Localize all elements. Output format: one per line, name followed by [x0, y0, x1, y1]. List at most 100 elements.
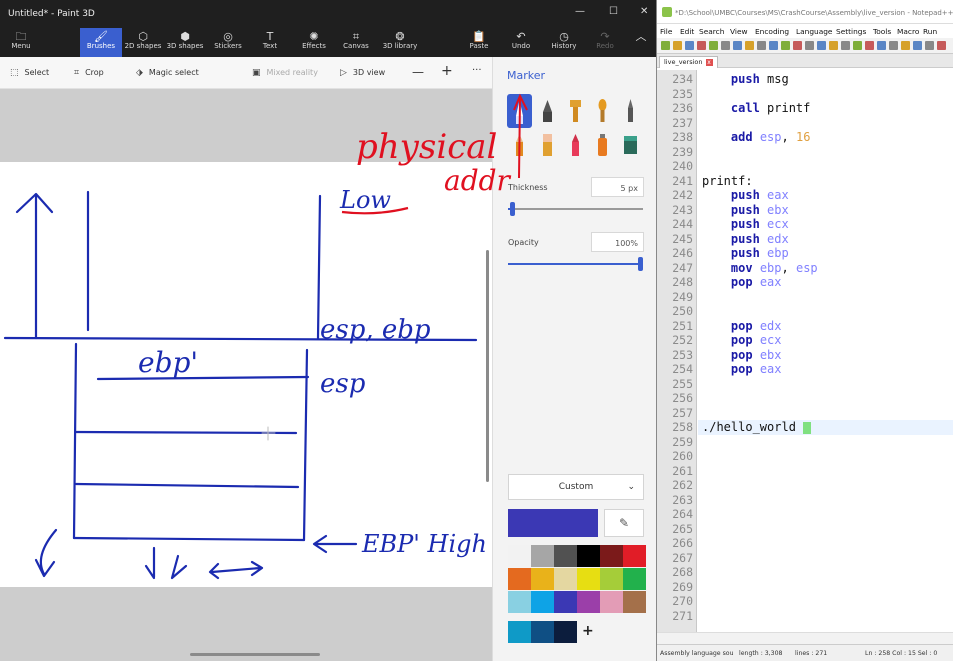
brush-crayon[interactable] [563, 128, 588, 162]
color-swatch[interactable] [508, 591, 531, 613]
menu-edit[interactable]: Edit [680, 27, 695, 36]
tab-stickers[interactable]: ◎ Stickers [212, 28, 244, 57]
color-mode-dropdown[interactable]: Custom ⌄ [508, 474, 644, 500]
color-swatch[interactable] [508, 621, 531, 643]
toolbar-icon[interactable] [889, 41, 898, 50]
paste-button[interactable]: 📋 Paste [466, 28, 492, 57]
color-swatch[interactable] [531, 545, 554, 567]
toolbar-icon[interactable] [853, 41, 862, 50]
color-swatch[interactable] [508, 545, 531, 567]
color-swatch[interactable] [600, 591, 623, 613]
maximize-button[interactable]: ☐ [609, 6, 618, 17]
current-color-swatch[interactable] [508, 509, 598, 537]
thickness-slider-track[interactable] [508, 208, 643, 210]
collapse-ribbon-button[interactable]: ︿ [632, 28, 650, 57]
menu-tools[interactable]: Tools [873, 27, 892, 36]
minimize-button[interactable]: — [575, 6, 585, 17]
color-swatch[interactable] [554, 545, 577, 567]
color-swatch[interactable] [600, 545, 623, 567]
mixed-reality-button[interactable]: ▣Mixed reality [252, 68, 318, 78]
menu-search[interactable]: Search [699, 27, 725, 36]
redo-button[interactable]: ↷ Redo [592, 28, 618, 57]
color-swatch[interactable] [531, 568, 554, 590]
toolbar-icon[interactable] [745, 41, 754, 50]
color-swatch[interactable] [554, 591, 577, 613]
color-swatch[interactable] [531, 591, 554, 613]
color-swatch[interactable] [554, 568, 577, 590]
opacity-value-input[interactable]: 100% [591, 232, 644, 252]
color-swatch[interactable] [577, 568, 600, 590]
menu-language[interactable]: Language [796, 27, 833, 36]
close-tab-icon[interactable]: x [705, 58, 713, 66]
tab-3d-library[interactable]: ❂ 3D library [380, 28, 420, 57]
magic-select-tool[interactable]: ⬗Magic select [136, 68, 199, 78]
toolbar-icon[interactable] [709, 41, 718, 50]
toolbar-icon[interactable] [841, 41, 850, 50]
color-swatch[interactable] [531, 621, 554, 643]
toolbar-icon[interactable] [901, 41, 910, 50]
brush-eraser[interactable] [535, 128, 560, 162]
crop-tool[interactable]: ⌗Crop [74, 68, 104, 78]
toolbar-icon[interactable] [865, 41, 874, 50]
tab-3d-shapes[interactable]: ⬢ 3D shapes [166, 28, 204, 57]
menu-file[interactable]: File [660, 27, 673, 36]
zoom-out-button[interactable]: — [412, 65, 424, 79]
color-swatch[interactable] [623, 591, 646, 613]
horizontal-scrollbar[interactable] [190, 653, 320, 656]
drawing-canvas[interactable] [0, 162, 492, 587]
more-options-icon[interactable]: ··· [472, 65, 482, 76]
toolbar-icon[interactable] [805, 41, 814, 50]
brush-calligraphy-pen[interactable] [535, 94, 560, 128]
opacity-slider-thumb[interactable] [638, 257, 643, 271]
brush-pixel-pen[interactable] [618, 94, 643, 128]
toolbar-icon[interactable] [685, 41, 694, 50]
undo-button[interactable]: ↶ Undo [508, 28, 534, 57]
tab-text[interactable]: T Text [256, 28, 284, 57]
close-button[interactable]: ✕ [640, 6, 649, 17]
toolbar-icon[interactable] [877, 41, 886, 50]
brush-spray-can[interactable] [590, 128, 615, 162]
npp-horizontal-scrollbar[interactable] [657, 632, 953, 644]
toolbar-icon[interactable] [937, 41, 946, 50]
add-color-button[interactable]: + [582, 623, 594, 639]
color-swatch[interactable] [623, 568, 646, 590]
menu-encoding[interactable]: Encoding [755, 27, 790, 36]
toolbar-icon[interactable] [925, 41, 934, 50]
toolbar-icon[interactable] [697, 41, 706, 50]
menu-run[interactable]: Run [923, 27, 938, 36]
toolbar-icon[interactable] [781, 41, 790, 50]
eyedropper-button[interactable]: ✎ [604, 509, 644, 537]
tab-effects[interactable]: ✺ Effects [298, 28, 330, 57]
tab-2d-shapes[interactable]: ⬡ 2D shapes [124, 28, 162, 57]
toolbar-icon[interactable] [661, 41, 670, 50]
toolbar-icon[interactable] [793, 41, 802, 50]
vertical-scrollbar[interactable] [486, 250, 489, 482]
menu-settings[interactable]: Settings [836, 27, 867, 36]
brush-watercolor[interactable] [590, 94, 615, 128]
toolbar-icon[interactable] [829, 41, 838, 50]
toolbar-icon[interactable] [673, 41, 682, 50]
thickness-value-input[interactable]: 5 px [591, 177, 644, 197]
zoom-in-button[interactable]: + [441, 63, 453, 79]
view-3d-button[interactable]: ▷3D view [340, 68, 385, 78]
color-swatch[interactable] [600, 568, 623, 590]
color-swatch[interactable] [577, 545, 600, 567]
color-swatch[interactable] [508, 568, 531, 590]
color-swatch[interactable] [554, 621, 577, 643]
thickness-slider-thumb[interactable] [510, 202, 516, 216]
toolbar-icon[interactable] [721, 41, 730, 50]
select-tool[interactable]: ⬚Select [10, 68, 49, 78]
color-swatch[interactable] [623, 545, 646, 567]
toolbar-icon[interactable] [913, 41, 922, 50]
tab-brushes[interactable]: 🖌 Brushes [80, 28, 122, 57]
toolbar-icon[interactable] [733, 41, 742, 50]
toolbar-icon[interactable] [769, 41, 778, 50]
history-button[interactable]: ◷ History [549, 28, 579, 57]
color-swatch[interactable] [577, 591, 600, 613]
menu-button[interactable]: 🗀 Menu [4, 28, 38, 57]
brush-fill[interactable] [618, 128, 643, 162]
brush-oil[interactable] [563, 94, 588, 128]
menu-view[interactable]: View [730, 27, 748, 36]
toolbar-icon[interactable] [757, 41, 766, 50]
